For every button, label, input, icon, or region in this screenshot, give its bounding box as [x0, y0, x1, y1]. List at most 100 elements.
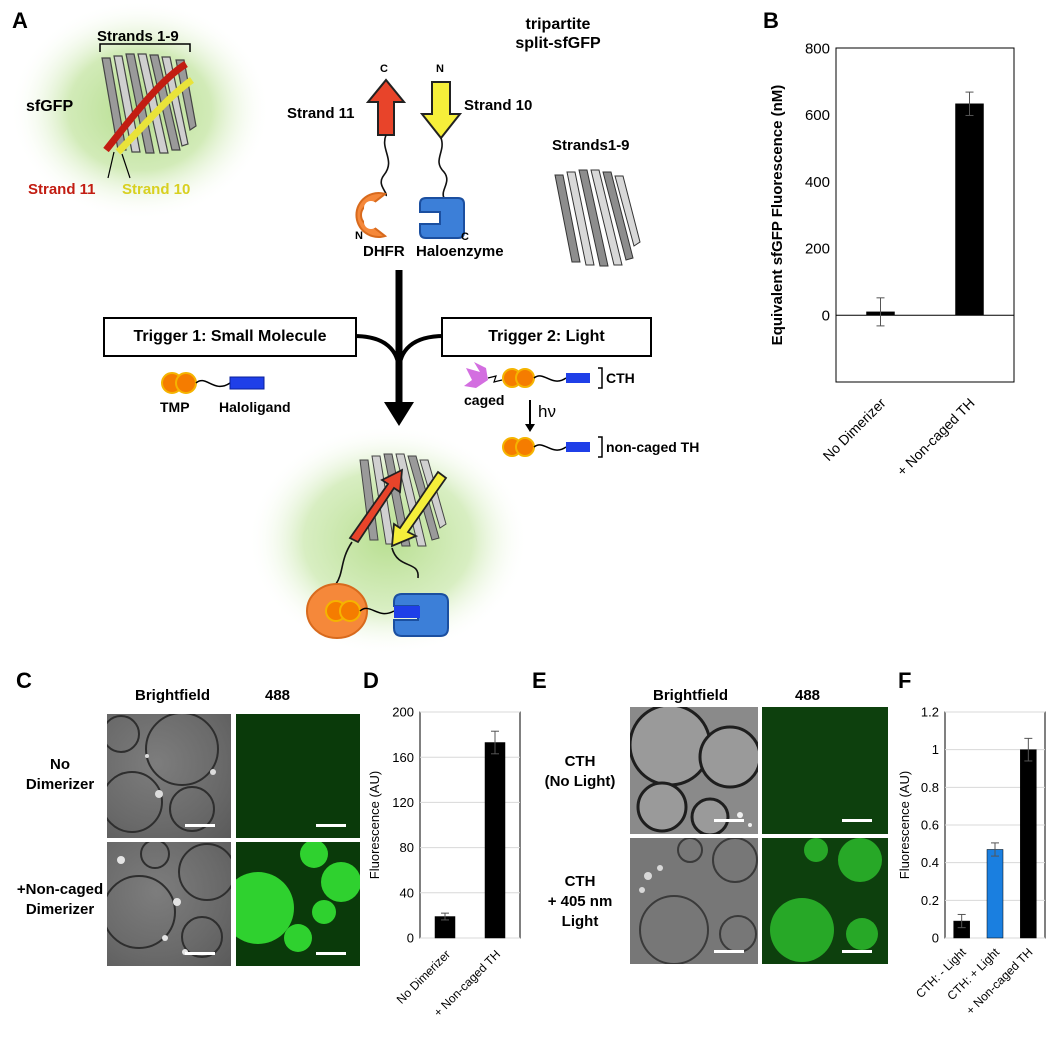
e-488-no-light	[762, 707, 888, 834]
noncaged-th-label: non-caged TH	[606, 439, 700, 455]
light-arrowhead-icon	[525, 424, 535, 432]
e-row1-line1: CTH	[564, 753, 596, 770]
scalebar	[316, 824, 346, 827]
strand11-red-label: Strand 11	[28, 181, 96, 198]
y-tick-label: 0	[932, 931, 939, 946]
strand10-yellow-label: Strand 10	[122, 181, 191, 198]
c-row2-line1: +Non-caged	[16, 881, 104, 898]
y-axis-label: Fluorescence (AU)	[367, 771, 382, 879]
haloenzyme-label: Haloenzyme	[416, 243, 504, 260]
haloenzyme-icon	[419, 197, 465, 239]
c-terminus-halo: C	[461, 231, 469, 243]
strands1-9-barrel-icon	[554, 169, 641, 267]
cth-molecule-icon	[464, 362, 590, 388]
e-488-light	[762, 838, 888, 964]
sfgfp-label: sfGFP	[26, 98, 74, 115]
y-tick-label: 400	[805, 174, 830, 191]
c-col-488: 488	[265, 687, 291, 704]
c-row1-line2: Dimerizer	[25, 776, 95, 793]
c-row2-label: +Non-caged Dimerizer	[8, 880, 112, 920]
strand-leader-lines	[107, 151, 131, 179]
y-tick-label: 0	[407, 931, 414, 946]
c-row1-label: No Dimerizer	[10, 755, 110, 795]
e-brightfield-no-light	[630, 707, 758, 834]
trigger1-box: Trigger 1: Small Molecule	[103, 317, 357, 357]
y-tick-label: 0.6	[921, 818, 939, 833]
caged-label: caged	[464, 392, 505, 408]
panel-letter-e: E	[532, 668, 547, 693]
noncaged-th-molecule-icon	[502, 437, 590, 457]
strand10-arrow-icon	[419, 81, 463, 199]
c-terminus-top: C	[380, 63, 388, 75]
panel-letter-d: D	[363, 668, 379, 693]
assembled-halo-icon	[393, 593, 449, 637]
panel-letter-a: A	[12, 8, 28, 33]
y-axis-label: Fluorescence (AU)	[897, 771, 912, 879]
panel-a-schematic	[10, 0, 641, 655]
y-tick-label: 80	[400, 840, 414, 855]
hv-label: hν	[538, 402, 556, 421]
linker-dhfr	[335, 541, 353, 585]
main-flow-arrowhead-icon	[384, 402, 414, 426]
strands-bracket	[99, 43, 191, 52]
trigger1-branch	[353, 334, 401, 373]
strand11-band	[103, 61, 188, 153]
plot-frame	[835, 47, 1015, 383]
y-tick-label: 600	[805, 107, 830, 124]
y-tick-label: 160	[392, 750, 414, 765]
bar	[986, 849, 1004, 939]
y-tick-label: 120	[392, 795, 414, 810]
n-terminus-dhfr: N	[355, 230, 363, 242]
y-tick-label: 800	[805, 40, 830, 57]
scalebar	[316, 952, 346, 955]
y-tick-label: 1	[932, 742, 939, 757]
linker-halo	[391, 547, 419, 579]
e-row2-line3: Light	[561, 913, 599, 930]
scalebar	[842, 950, 872, 953]
strands-1-9-label: Strands 1-9	[97, 28, 179, 45]
panel-letter-c: C	[16, 668, 32, 693]
cth-label: CTH	[606, 370, 635, 386]
strand10-band	[115, 77, 195, 155]
scalebar	[714, 950, 744, 953]
haloligand-label: Haloligand	[219, 399, 291, 415]
c-brightfield-no-dimerizer	[107, 714, 231, 838]
e-brightfield-light	[630, 838, 758, 964]
e-row2-label: CTH + 405 nm Light	[530, 872, 630, 932]
strands1-9-right-label: Strands1-9	[552, 137, 630, 154]
strand10-label: Strand 10	[464, 97, 533, 114]
y-tick-label: 1.2	[921, 705, 939, 720]
panel-letter-f: F	[898, 668, 912, 693]
strand11-label: Strand 11	[287, 105, 355, 122]
c-row2-line2: Dimerizer	[25, 901, 95, 918]
e-row2-line1: CTH	[564, 873, 596, 890]
c-brightfield-dimerizer	[107, 842, 231, 966]
trigger2-box: Trigger 2: Light	[441, 317, 652, 357]
y-tick-label: 200	[805, 241, 830, 258]
title-line1: tripartite	[525, 16, 591, 33]
noncaged-bracket	[598, 436, 603, 458]
y-tick-label: 40	[400, 885, 414, 900]
y-tick-label: 0.4	[921, 855, 939, 870]
e-row2-line2: + 405 nm	[547, 893, 613, 910]
c-488-no-dimerizer	[236, 714, 360, 838]
strand11-arrow-icon	[365, 78, 407, 197]
n-terminus-top: N	[436, 63, 444, 75]
assembled-strand10-icon	[390, 470, 448, 548]
scalebar	[185, 952, 215, 955]
y-axis-label: Equivalent sfGFP Fluorescence (nM)	[769, 85, 786, 346]
bar	[955, 103, 984, 316]
y-tick-label: 200	[392, 705, 414, 720]
e-row1-label: CTH (No Light)	[530, 752, 630, 792]
title-line2: split-sfGFP	[515, 35, 601, 52]
y-tick-label: 0.2	[921, 893, 939, 908]
scalebar	[842, 819, 872, 822]
bar	[484, 742, 506, 939]
panel-letter-b: B	[763, 8, 779, 33]
category-label: + Non-caged TH	[894, 395, 978, 479]
dhfr-label: DHFR	[363, 243, 405, 260]
bar	[1020, 749, 1037, 939]
